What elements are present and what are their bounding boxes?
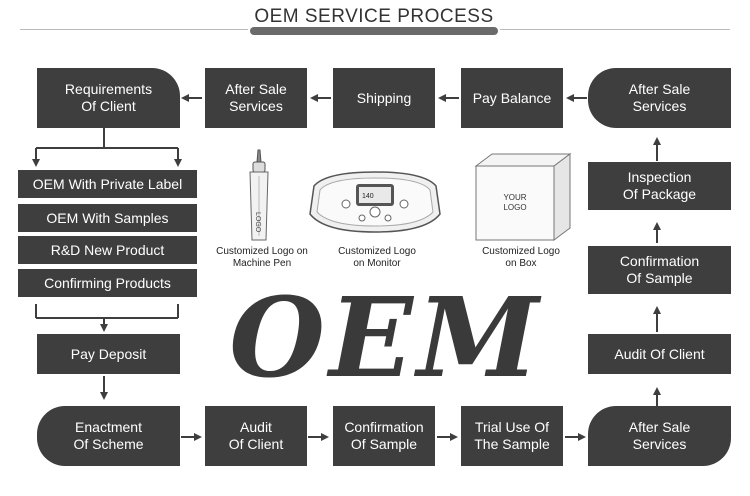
trial-use-box: Trial Use Of The Sample bbox=[461, 406, 563, 466]
after-sale-services-box-2: After Sale Services bbox=[588, 68, 731, 128]
after-sale-services-box-1: After Sale Services bbox=[205, 68, 307, 128]
pen-caption: Customized Logo on Machine Pen bbox=[216, 246, 308, 269]
box-logo-text: YOUR LOGO bbox=[503, 193, 527, 212]
pay-balance-box: Pay Balance bbox=[461, 68, 563, 128]
confirmation-of-sample-box-bottom: Confirmation Of Sample bbox=[333, 406, 435, 466]
monitor-image: 140 bbox=[309, 171, 441, 233]
inspection-of-package-box: Inspection Of Package bbox=[588, 162, 731, 210]
oem-watermark: OEM bbox=[229, 272, 543, 402]
enactment-of-scheme-box: Enactment Of Scheme bbox=[37, 406, 180, 466]
shipping-box: Shipping bbox=[333, 68, 435, 128]
svg-text:140: 140 bbox=[362, 193, 374, 200]
pay-deposit-box: Pay Deposit bbox=[37, 334, 180, 374]
confirmation-of-sample-box-right: Confirmation Of Sample bbox=[588, 246, 731, 294]
box-caption: Customized Logo on Box bbox=[482, 246, 560, 269]
requirements-of-client-box: Requirements Of Client bbox=[37, 68, 180, 128]
oem-samples-box: OEM With Samples bbox=[18, 204, 197, 232]
machine-pen-image: LOGO bbox=[249, 149, 269, 241]
after-sale-services-box-3: After Sale Services bbox=[588, 406, 731, 466]
svg-text:LOGO: LOGO bbox=[254, 212, 261, 233]
package-box-image bbox=[474, 153, 572, 241]
rnd-new-product-box: R&D New Product bbox=[18, 236, 197, 264]
confirming-products-box: Confirming Products bbox=[18, 269, 197, 297]
page-title: OEM SERVICE PROCESS bbox=[254, 6, 494, 27]
title-line-left bbox=[20, 29, 248, 30]
oem-private-label-box: OEM With Private Label bbox=[18, 170, 197, 198]
title-underline-bar bbox=[250, 27, 498, 35]
monitor-caption: Customized Logo on Monitor bbox=[338, 246, 416, 269]
audit-of-client-box-bottom: Audit Of Client bbox=[205, 406, 307, 466]
title-line-right bbox=[500, 29, 730, 30]
audit-of-client-box-right: Audit Of Client bbox=[588, 334, 731, 374]
